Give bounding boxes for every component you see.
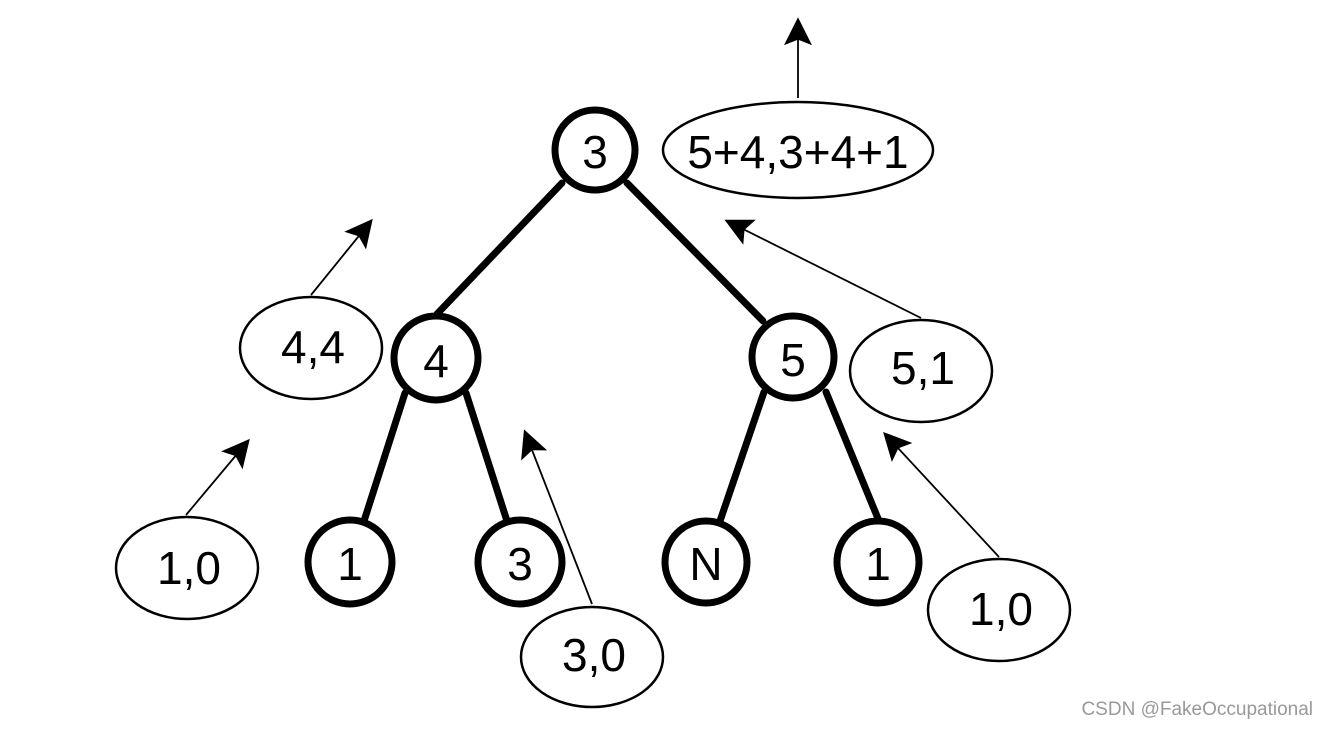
tree-node-left-left: 1 [304,516,396,608]
annotation-label: 4,4 [281,321,345,373]
tree-node-left: 4 [390,312,482,404]
node-label: 1 [865,538,891,590]
tree-node-right-right: 1 [833,517,923,607]
annotation-left: 4,4 [238,295,384,401]
arrow-right-up [724,219,922,319]
annotation-left-left: 1,0 [114,515,260,621]
node-label: 3 [582,126,608,178]
arrow-left-left-up [185,438,250,516]
edge-left-leftchild [360,389,409,525]
edge-root-left [433,179,566,318]
tree-node-right-left: N [661,517,751,607]
node-label: N [689,538,722,590]
arrow-left-right-up [521,429,593,605]
edge-right-rightchild [822,388,883,525]
tree-node-right: 5 [748,312,838,402]
annotation-left-right: 3,0 [519,605,665,709]
node-label: 1 [337,538,363,590]
tree-node-root: 3 [551,106,639,194]
tree-node-left-right: 3 [474,516,566,608]
annotation-root: 5+4,3+4+1 [661,100,935,200]
annotation-label: 1,0 [969,583,1033,635]
edge-left-rightchild [462,389,511,525]
edge-right-leftchild [716,388,768,525]
annotation-label: 5+4,3+4+1 [687,126,908,178]
arrow-right-right-up [883,431,1000,558]
edge-root-right [623,179,767,325]
annotation-label: 5,1 [891,342,955,394]
node-label: 5 [780,334,806,386]
annotation-label: 3,0 [562,629,626,681]
annotation-right-right: 1,0 [926,557,1072,663]
arrow-left-up [310,218,373,296]
node-label: 3 [507,538,533,590]
watermark: CSDN @FakeOccupational [1081,699,1313,720]
node-label: 4 [423,335,449,387]
annotation-label: 1,0 [157,542,221,594]
annotation-right: 5,1 [848,318,994,424]
